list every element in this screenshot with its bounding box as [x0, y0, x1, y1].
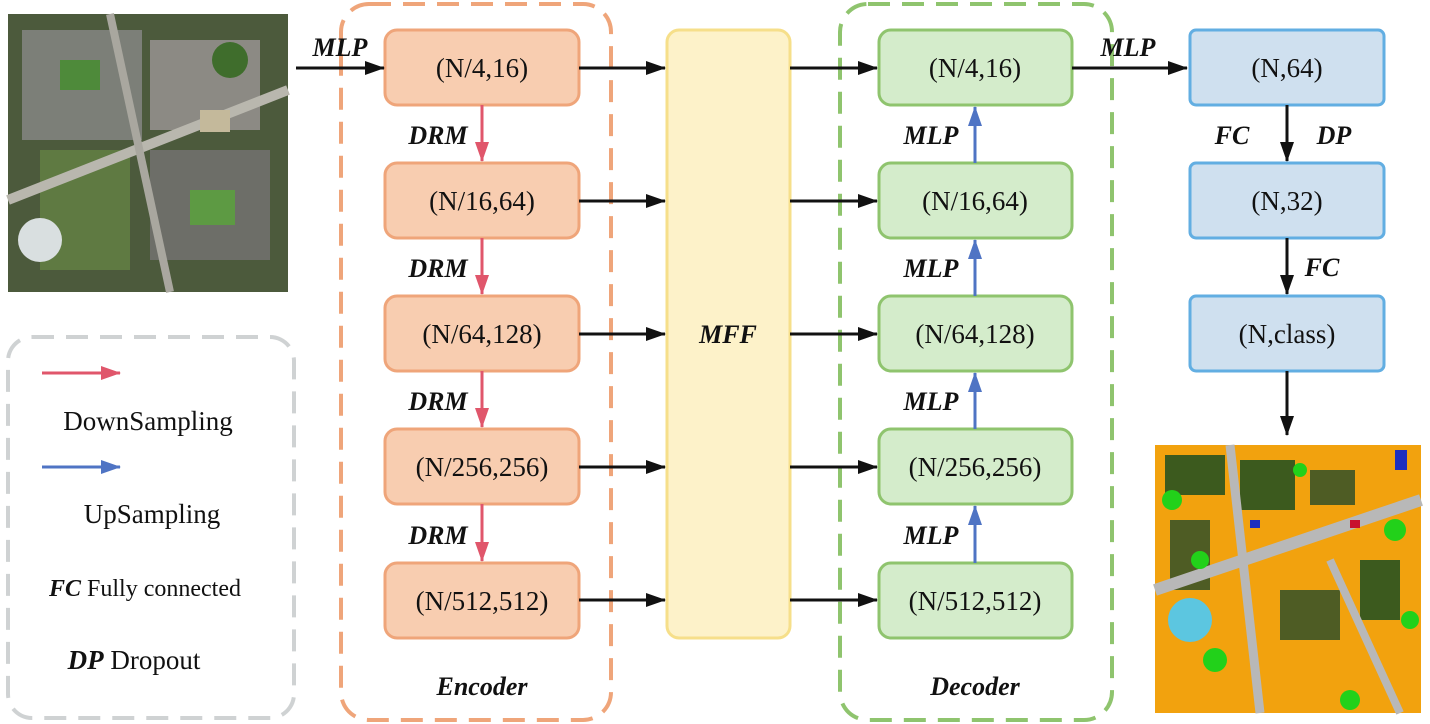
legend-fc-abbr: FC [48, 576, 82, 602]
mlp-up-label-4: MLP [903, 521, 960, 550]
head-blocks: (N,64) (N,32) (N,class) [1188, 28, 1386, 373]
head-box-2-label: (N,32) [1251, 186, 1322, 216]
dp-label: DP [1316, 121, 1353, 150]
legend-fc-text: Fully connected [87, 576, 241, 602]
encoder-downsampling-arrows: DRM DRM DRM DRM [407, 105, 489, 562]
drm-label-4: DRM [407, 521, 468, 550]
mff-label: MFF [698, 320, 757, 349]
drm-label-1: DRM [407, 121, 468, 150]
fc-label-1: FC [1214, 121, 1250, 150]
decoder-group-border [838, 2, 1114, 722]
output-segmentation-image [1150, 440, 1426, 718]
head-box-1-label: (N,64) [1251, 53, 1322, 83]
encoder-box-3-label: (N/64,128) [422, 319, 541, 349]
legend: DownSampling UpSampling FC Fully connect… [42, 366, 241, 675]
decoder-out-mlp-label: MLP [1100, 33, 1157, 62]
legend-dp-abbr: DP [67, 645, 104, 675]
input-aerial-image [6, 13, 290, 293]
decoder-box-1-label: (N/4,16) [929, 53, 1021, 83]
head-box-3-label: (N,class) [1239, 319, 1336, 349]
decoder-box-3-label: (N/64,128) [915, 319, 1034, 349]
fc-label-2: FC [1304, 253, 1340, 282]
mlp-up-label-3: MLP [903, 387, 960, 416]
legend-dp-space [104, 645, 111, 675]
legend-dp-line: DP Dropout [67, 645, 201, 675]
mlp-up-label-2: MLP [903, 254, 960, 283]
decoder-upsampling-arrows: MLP MLP MLP MLP [903, 106, 982, 563]
head-arrows: FC DP FC [1214, 105, 1353, 436]
legend-downsampling-text: DownSampling [63, 406, 233, 436]
mff-to-decoder-arrows [790, 61, 878, 607]
encoder-box-2-label: (N/16,64) [429, 186, 535, 216]
drm-label-2: DRM [407, 254, 468, 283]
decoder-box-5-label: (N/512,512) [909, 586, 1042, 616]
legend-box [6, 335, 296, 720]
mlp-up-label-1: MLP [903, 121, 960, 150]
drm-label-3: DRM [407, 387, 468, 416]
input-mlp-label: MLP [312, 33, 369, 62]
decoder-title: Decoder [929, 672, 1020, 701]
encoder-title: Encoder [436, 672, 529, 701]
decoder-box-4-label: (N/256,256) [909, 452, 1042, 482]
encoder-group-border [339, 2, 613, 722]
legend-upsampling-text: UpSampling [84, 499, 221, 529]
encoder-box-1-label: (N/4,16) [436, 53, 528, 83]
encoder-to-mff-arrows [579, 61, 666, 607]
decoder-box-2-label: (N/16,64) [922, 186, 1028, 216]
legend-dp-text: Dropout [110, 645, 200, 675]
encoder-box-4-label: (N/256,256) [416, 452, 549, 482]
legend-fc-line: FC Fully connected [48, 576, 241, 602]
encoder-box-5-label: (N/512,512) [416, 586, 549, 616]
encoder-blocks: (N/4,16) (N/16,64) (N/64,128) (N/256,256… [383, 28, 581, 640]
